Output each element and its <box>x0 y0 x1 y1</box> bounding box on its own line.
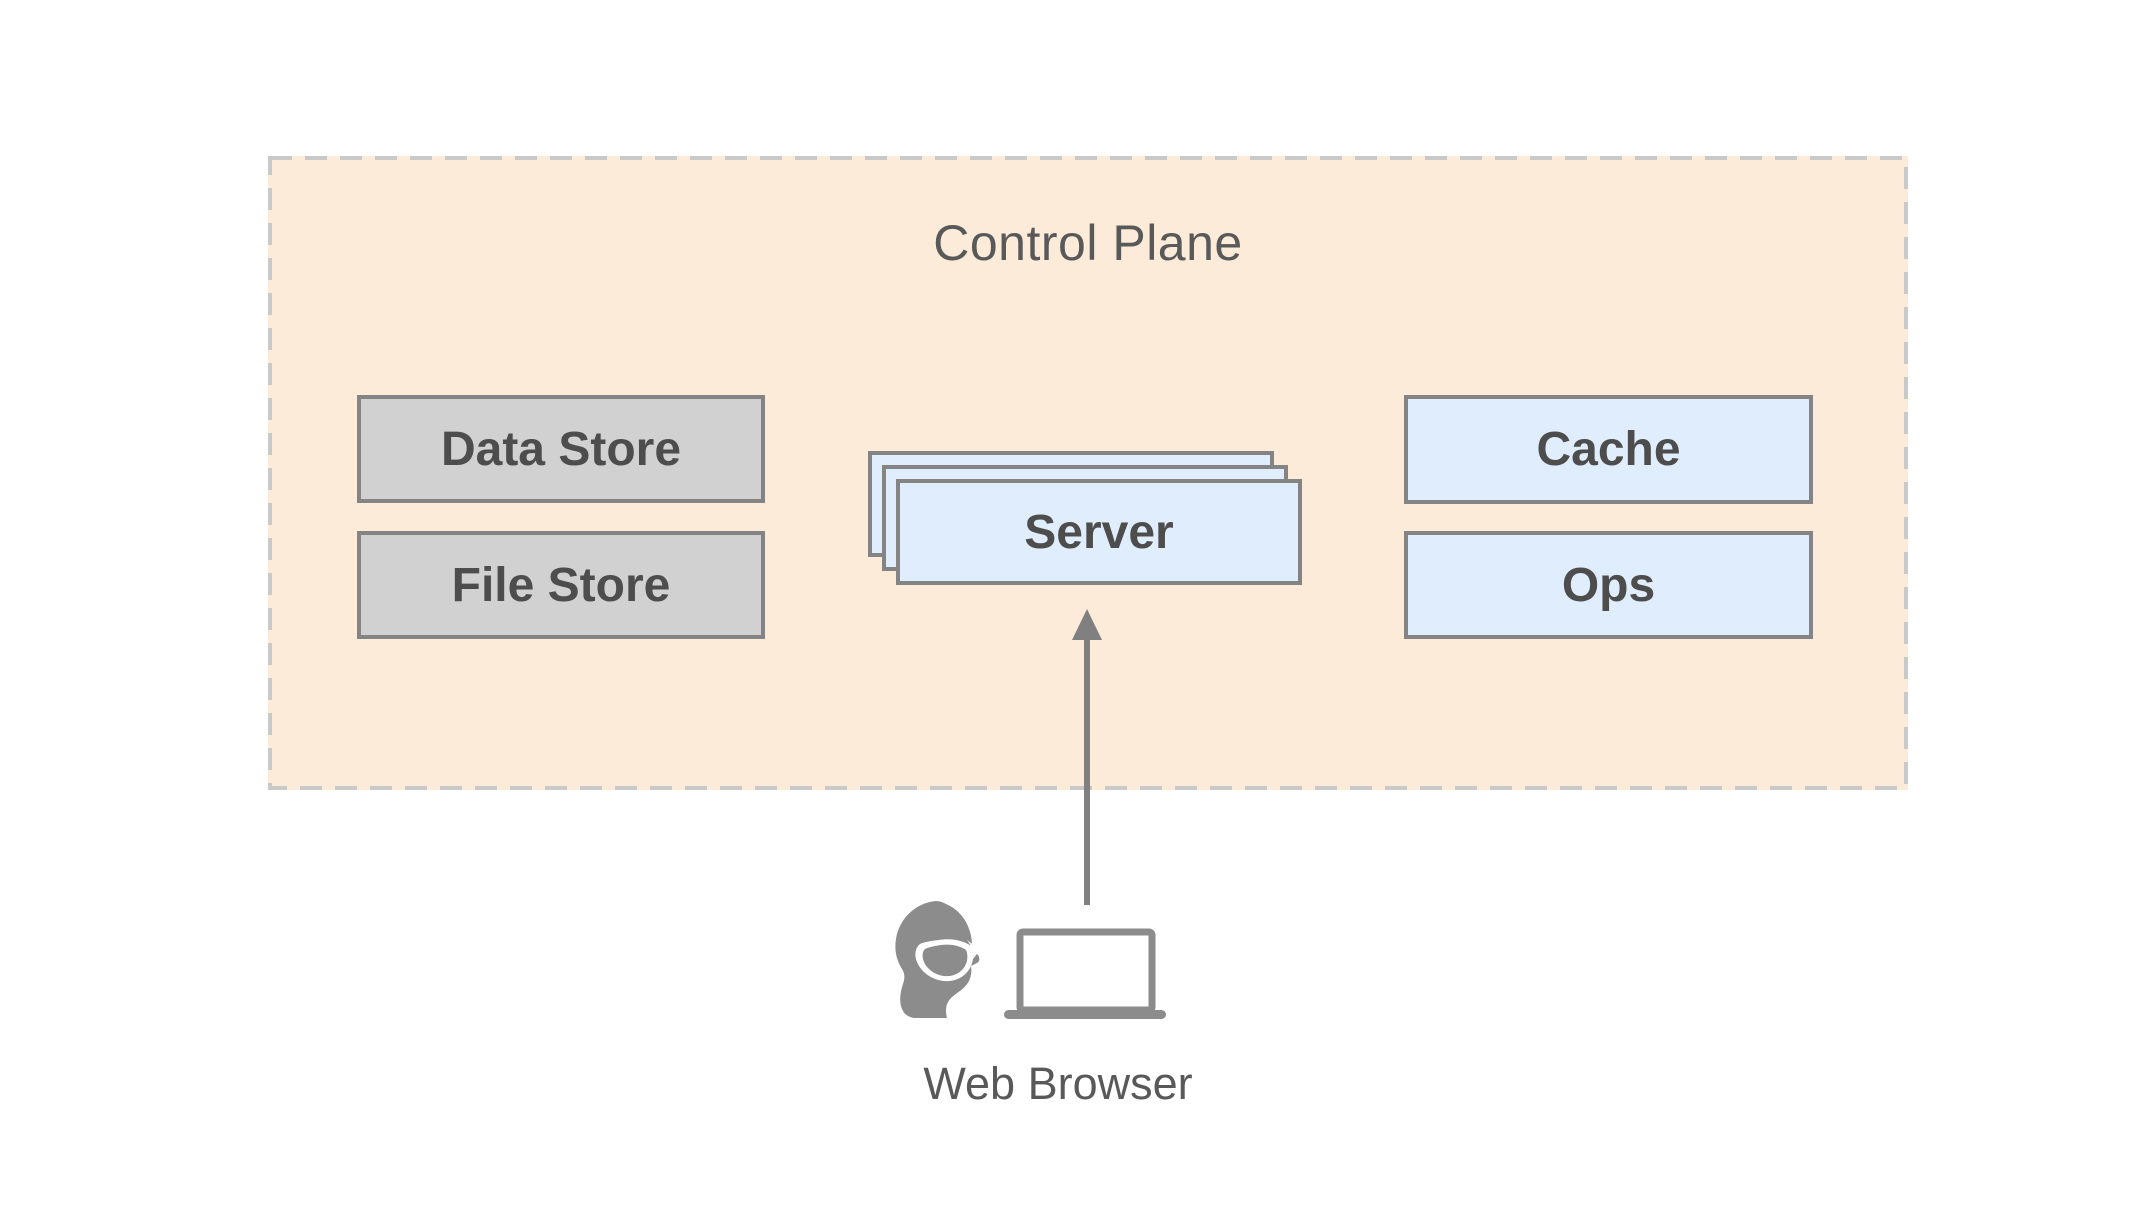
node-server-stack: Server <box>868 451 1302 585</box>
client-label: Web Browser <box>923 1058 1193 1109</box>
node-cache-label: Cache <box>1536 423 1681 476</box>
node-file-store-label: File Store <box>451 558 671 612</box>
node-ops-label: Ops <box>1561 558 1656 612</box>
node-file-store: File Store <box>357 531 765 639</box>
node-cache: Cache <box>1404 395 1813 504</box>
laptop-icon <box>1004 928 1166 1019</box>
node-data-store: Data Store <box>357 395 765 503</box>
arrow-browser-to-server <box>1072 609 1102 905</box>
node-ops: Ops <box>1404 531 1813 639</box>
user-mask-icon <box>895 901 980 1018</box>
node-server: Server <box>896 479 1302 585</box>
node-data-store-label: Data Store <box>440 422 682 476</box>
node-server-label: Server <box>1024 505 1174 559</box>
control-plane-title: Control Plane <box>933 215 1243 271</box>
